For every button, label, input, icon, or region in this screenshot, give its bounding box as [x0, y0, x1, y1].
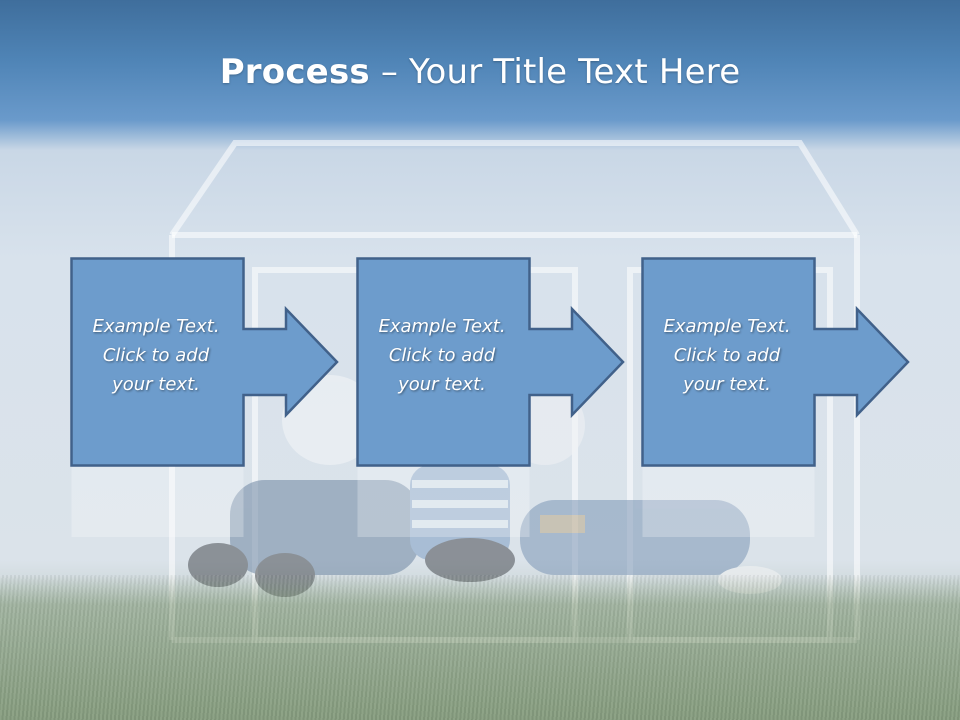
- step-text-line: your text.: [112, 374, 200, 395]
- step-text-line: Click to add: [673, 345, 781, 366]
- step-box-arrow-shape: [356, 257, 625, 467]
- slide-title[interactable]: Process – Your Title Text Here: [0, 52, 960, 92]
- step-reflection: [356, 467, 701, 537]
- step-reflection: [641, 467, 960, 537]
- step-text-line: Click to add: [388, 345, 496, 366]
- step-box-arrow-shape: [70, 257, 339, 467]
- process-step-3[interactable]: Example Text. Click to add your text.: [641, 257, 960, 467]
- step-box-arrow-shape: [641, 257, 910, 467]
- step-text[interactable]: Example Text. Click to add your text.: [70, 312, 242, 399]
- step-text[interactable]: Example Text. Click to add your text.: [356, 312, 528, 399]
- grass-background: [0, 575, 960, 720]
- step-text-line: your text.: [398, 374, 486, 395]
- step-text-line: Example Text.: [663, 316, 791, 337]
- title-bold: Process: [219, 52, 370, 92]
- step-text[interactable]: Example Text. Click to add your text.: [641, 312, 813, 399]
- process-step-2[interactable]: Example Text. Click to add your text.: [356, 257, 701, 467]
- step-reflection: [70, 467, 415, 537]
- step-text-line: Example Text.: [92, 316, 220, 337]
- step-text-line: Example Text.: [378, 316, 506, 337]
- process-step-1[interactable]: Example Text. Click to add your text.: [70, 257, 415, 467]
- title-rest: – Your Title Text Here: [369, 52, 741, 92]
- step-text-line: Click to add: [102, 345, 210, 366]
- step-text-line: your text.: [683, 374, 771, 395]
